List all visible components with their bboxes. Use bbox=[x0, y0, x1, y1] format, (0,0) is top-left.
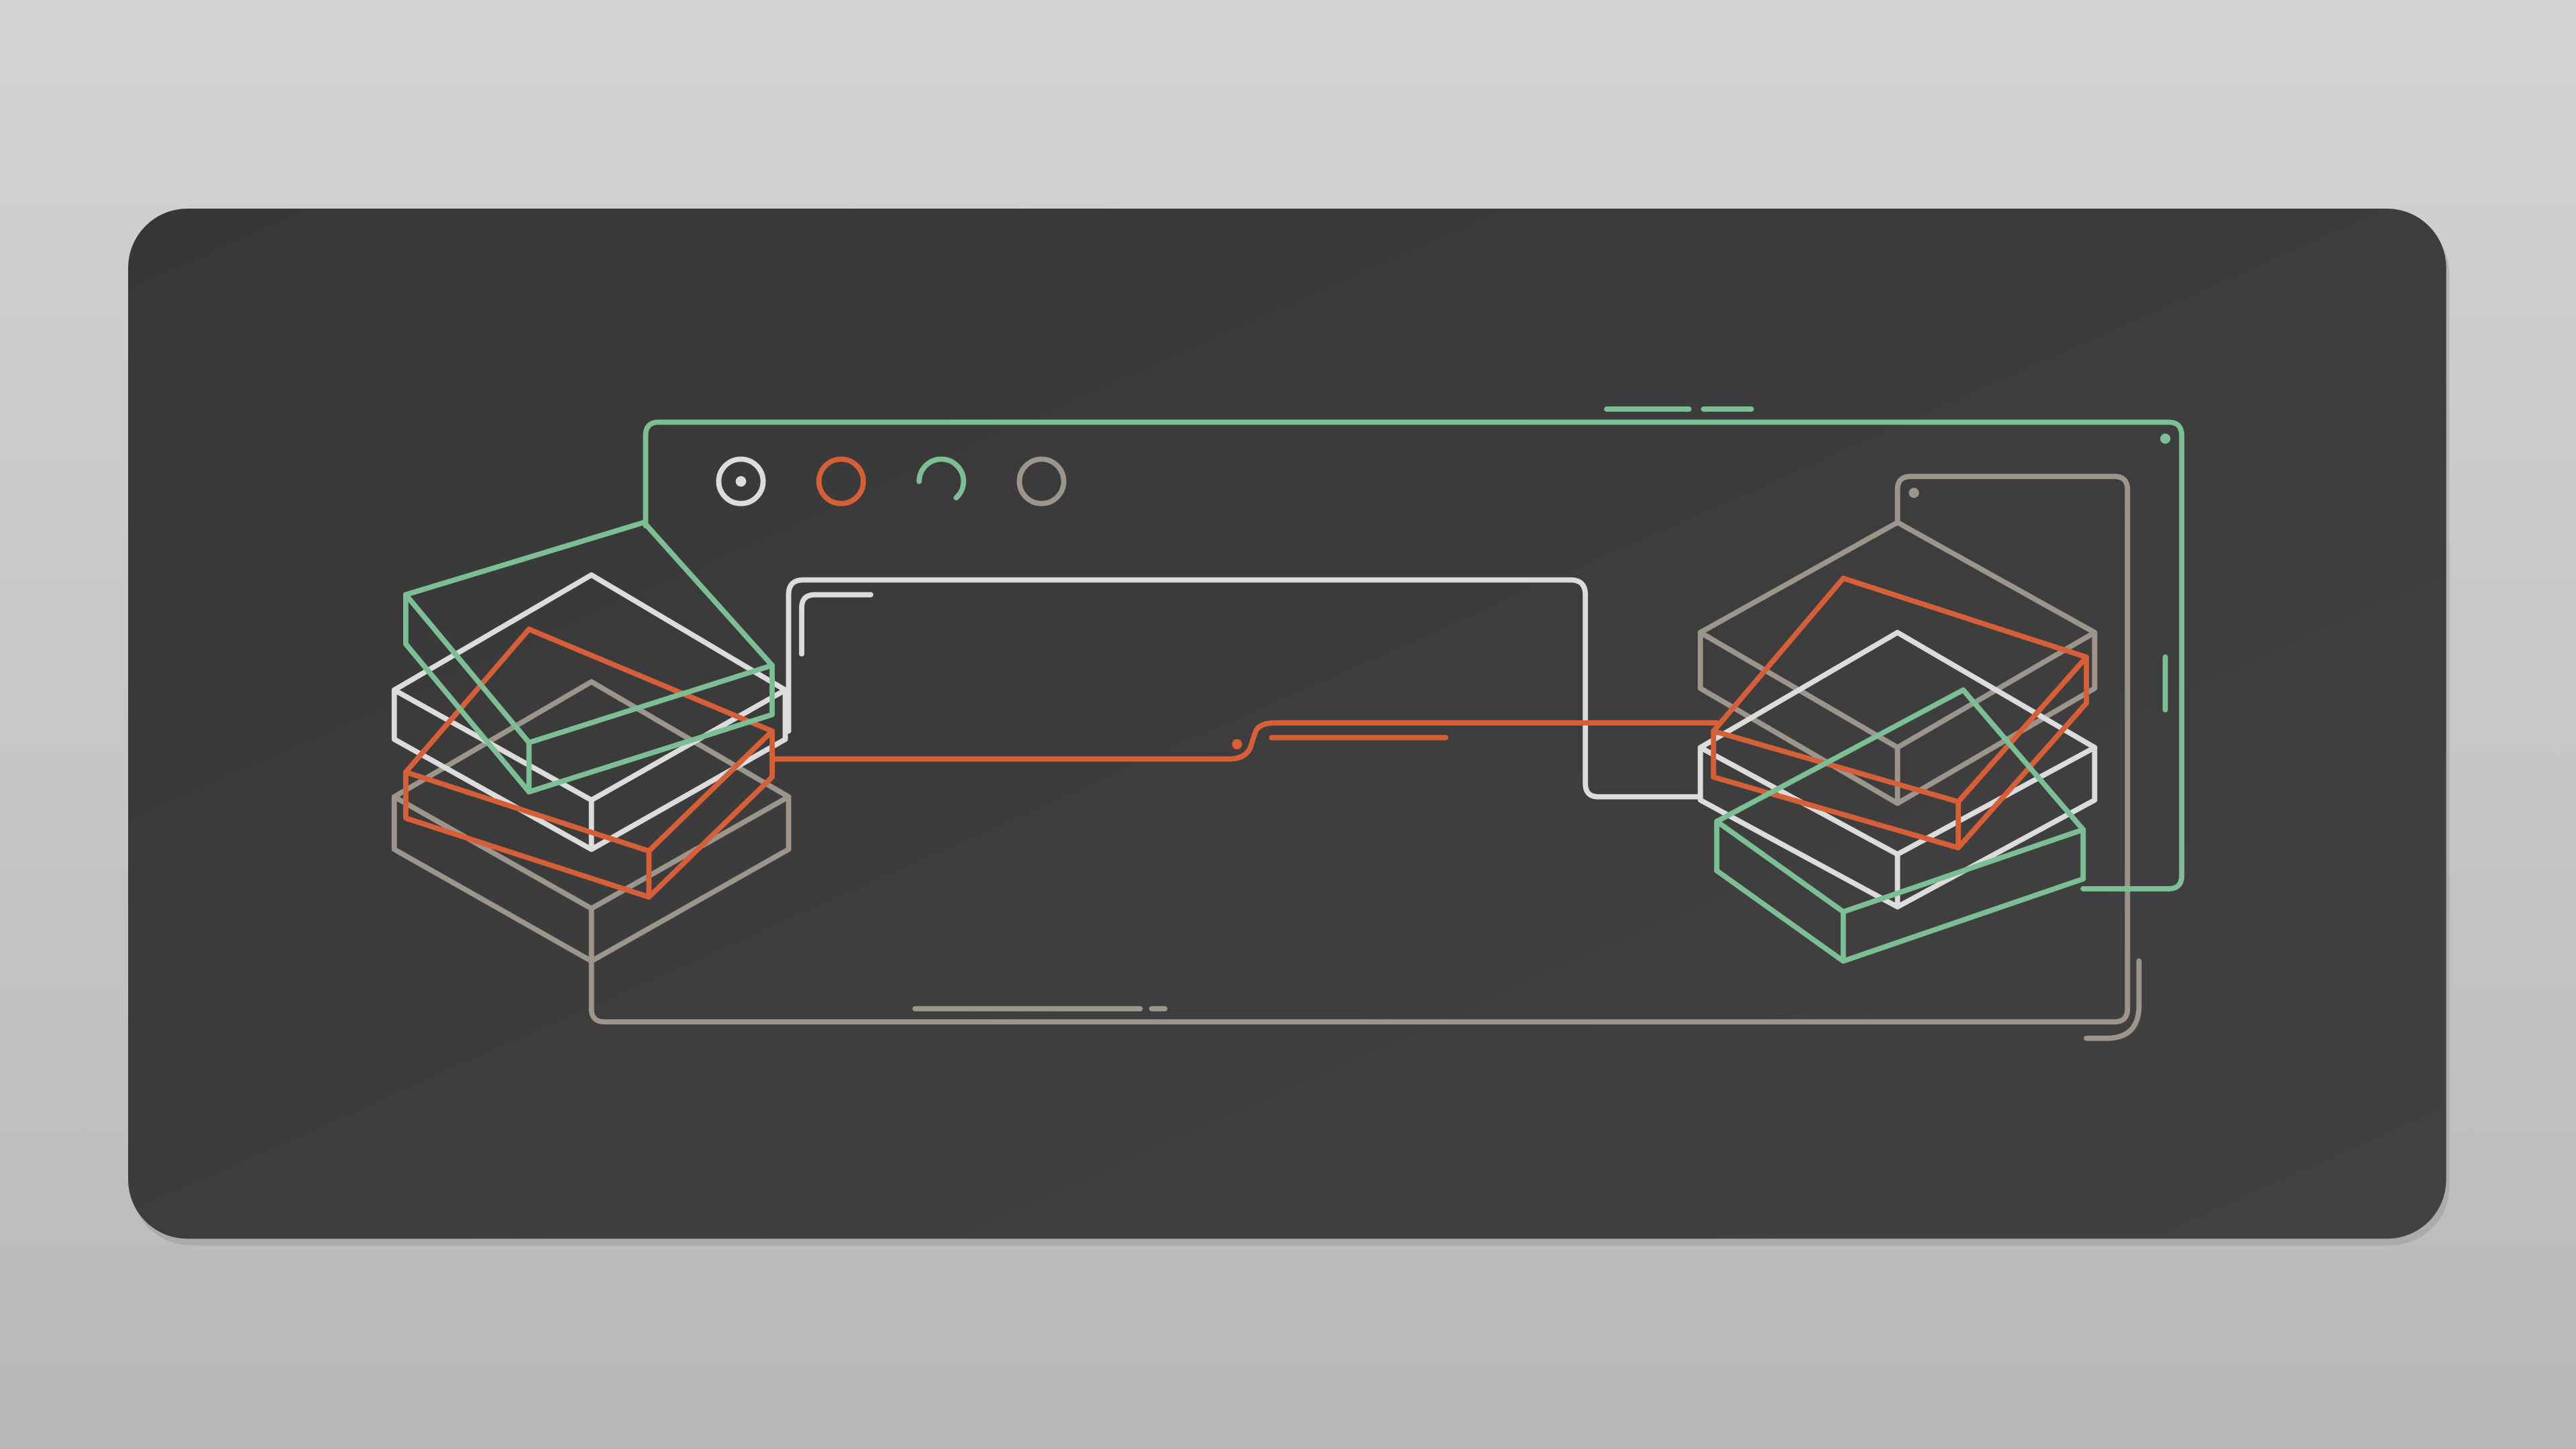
left-white-box-sides bbox=[391, 687, 788, 853]
circle-icon bbox=[1016, 456, 1067, 506]
grey-frame bbox=[588, 474, 2131, 1025]
green-window-frame bbox=[643, 419, 2185, 892]
orange-connector bbox=[769, 720, 1720, 762]
left-grey-box-sides bbox=[391, 794, 792, 964]
white-panel-corner bbox=[799, 592, 873, 657]
right-green-box-sides bbox=[1714, 818, 2086, 964]
grey-dot bbox=[1909, 488, 1919, 498]
green-dot bbox=[2160, 433, 2171, 444]
right-white-box-sides bbox=[1697, 745, 2098, 910]
circle-icon bbox=[816, 456, 866, 506]
loading-arc-icon bbox=[916, 456, 967, 500]
target-circle-icon bbox=[716, 456, 766, 506]
left-green-box-sides bbox=[402, 592, 775, 795]
target-center-dot bbox=[735, 476, 747, 487]
right-orange-box-sides bbox=[1711, 654, 2090, 851]
left-orange-box-sides bbox=[402, 728, 775, 900]
right-grey-box-sides bbox=[1697, 629, 2098, 806]
orange-dot bbox=[1232, 739, 1242, 749]
grey-corner-curl bbox=[2084, 958, 2142, 1041]
white-panel bbox=[786, 577, 1703, 800]
line-art bbox=[391, 406, 2185, 1041]
